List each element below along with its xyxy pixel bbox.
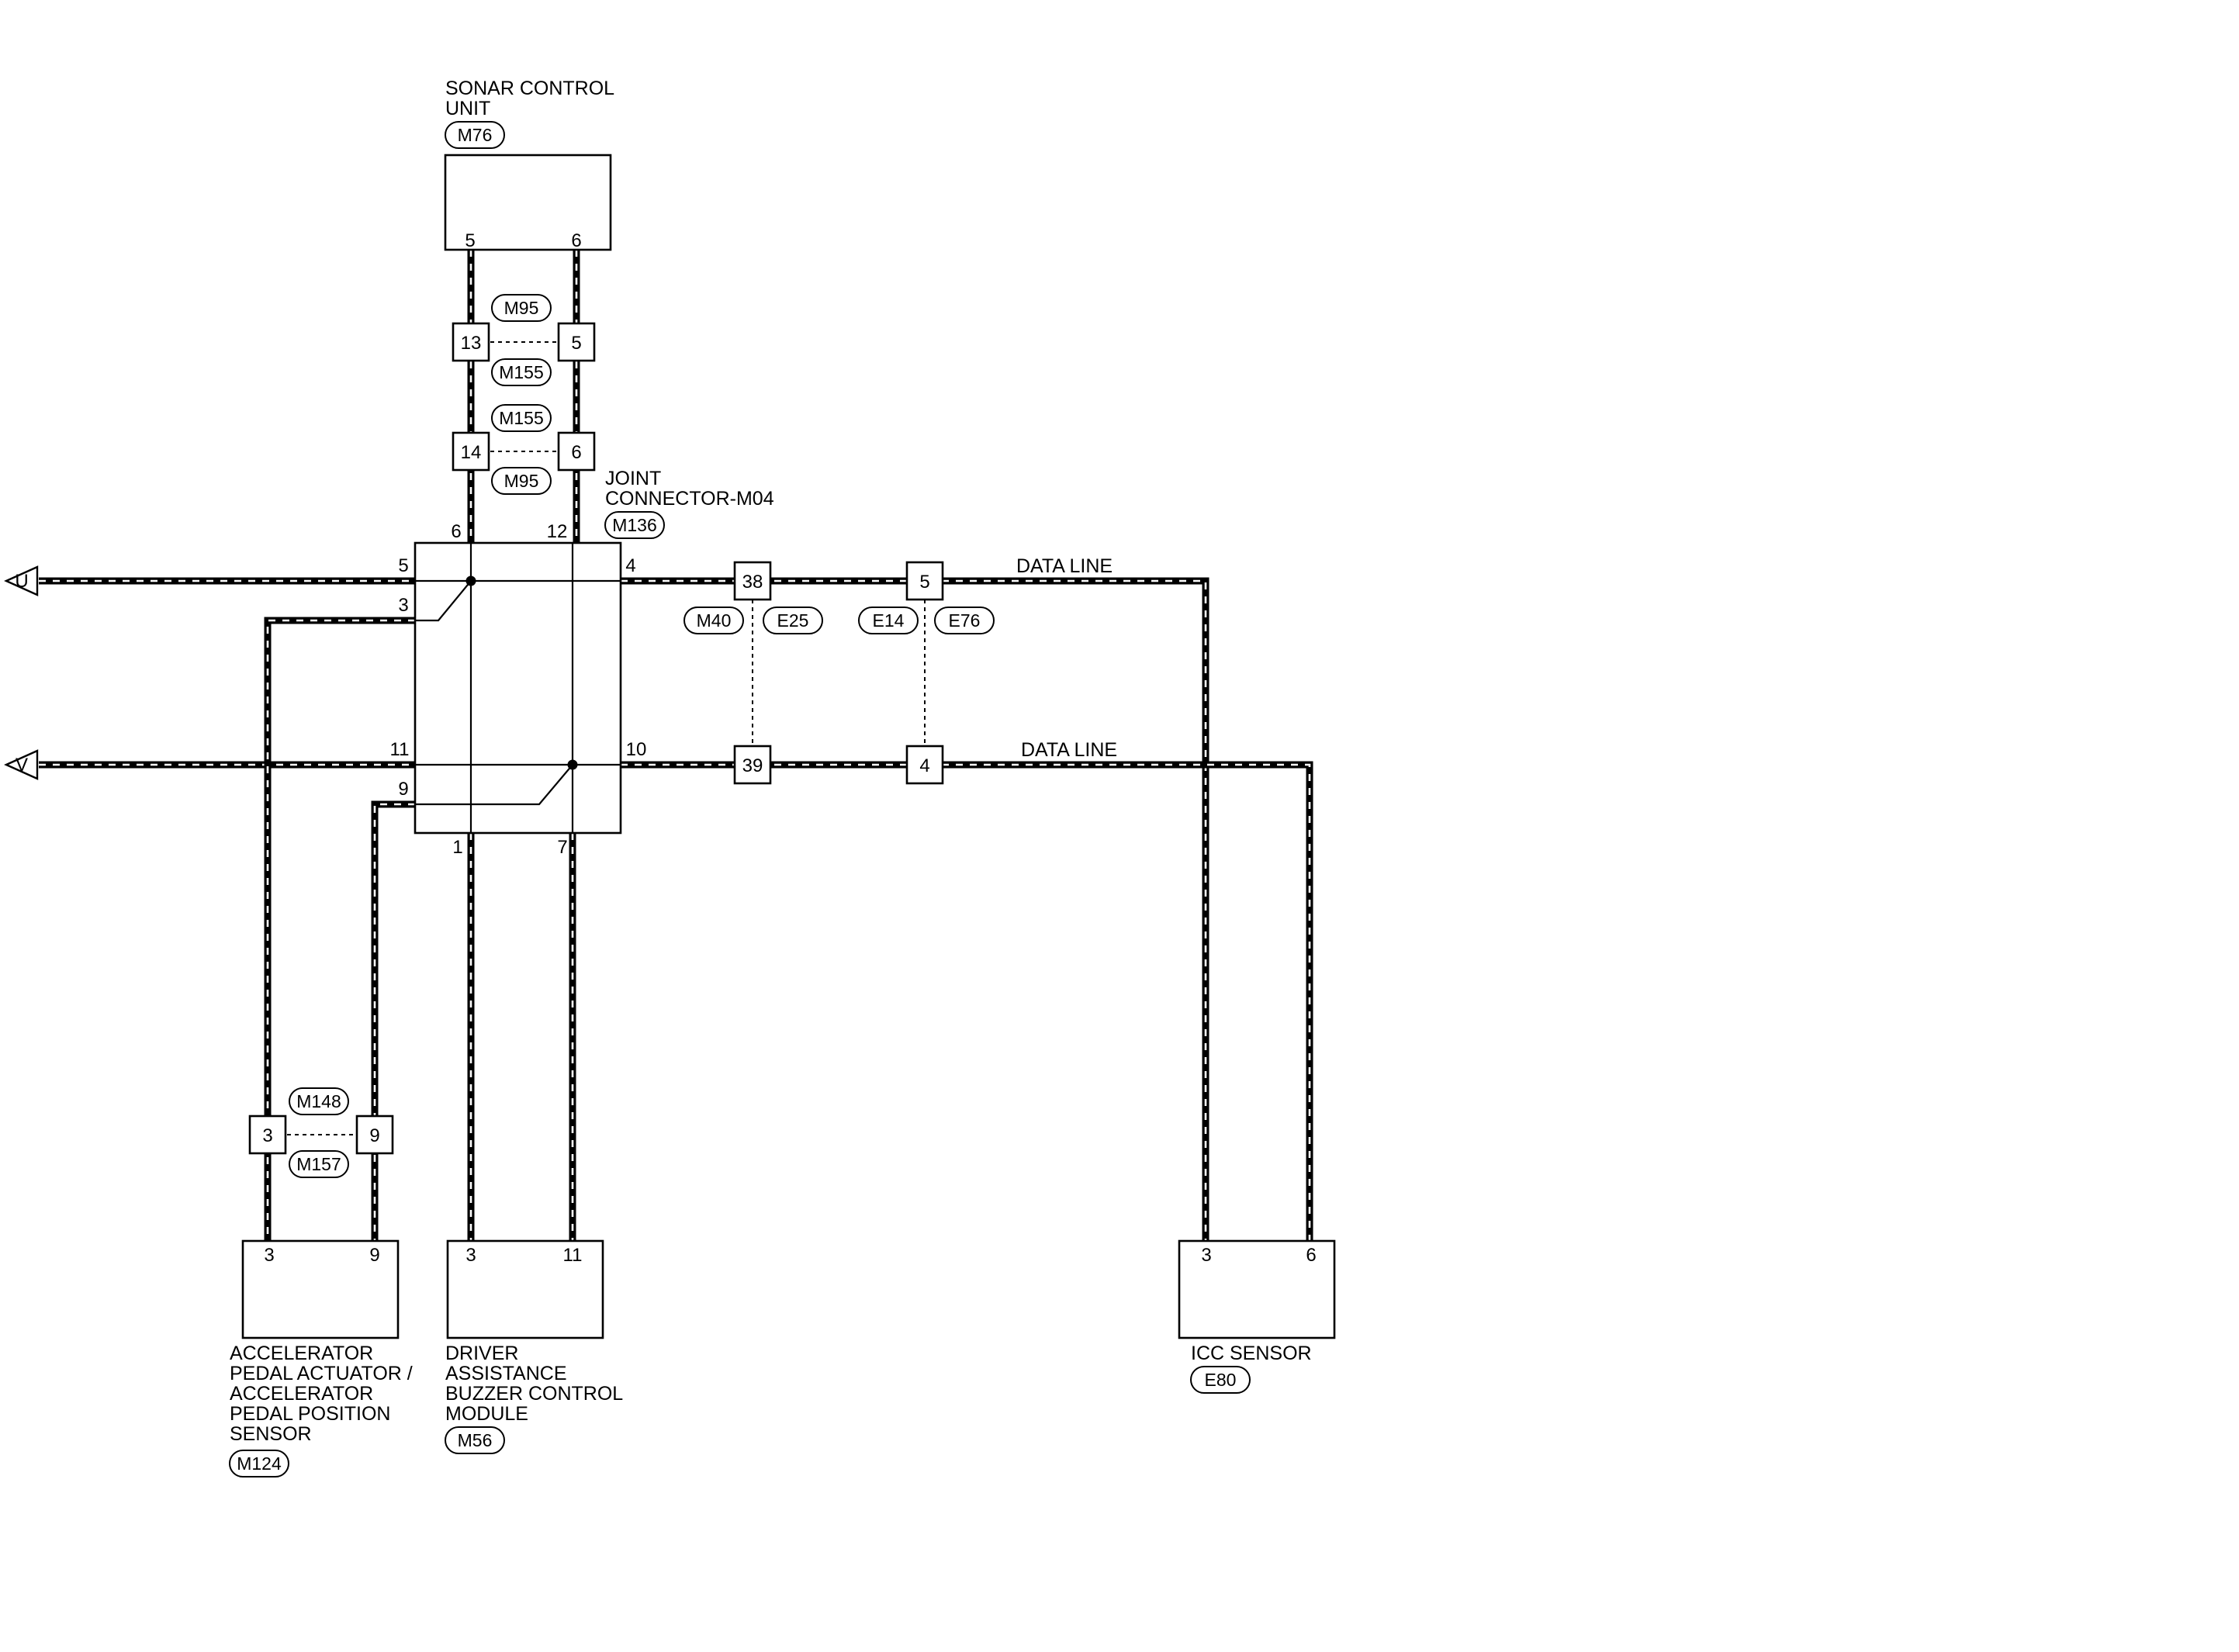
- data-line-label-lower: DATA LINE: [1021, 739, 1117, 761]
- inline-m40-tag: M40: [697, 610, 732, 631]
- inline-e14-tag: E14: [873, 610, 905, 631]
- buzzer-pin-3: 3: [465, 1245, 476, 1266]
- sonar-pin-6: 6: [571, 230, 581, 251]
- sonar-pin-5: 5: [465, 230, 475, 251]
- buzzer-title-line-3: BUZZER CONTROL: [445, 1383, 623, 1405]
- buzzer-title-line-4: MODULE: [445, 1403, 528, 1425]
- accel-box: [241, 1239, 400, 1339]
- inline-pin-box-4b: [905, 745, 944, 785]
- joint-title-line-1: JOINT: [605, 468, 661, 489]
- joint-splice-dot-lower: [567, 759, 578, 770]
- joint-pin-5: 5: [398, 555, 408, 576]
- driver-assistance-buzzer-module: 3 11 DRIVER ASSISTANCE BUZZER CONTROL MO…: [445, 1239, 623, 1454]
- buzzer-title-line-2: ASSISTANCE: [445, 1363, 567, 1384]
- buzzer-title-line-1: DRIVER: [445, 1343, 518, 1364]
- joint-pin-11: 11: [390, 739, 410, 760]
- joint-title-line-2: CONNECTOR-M04: [605, 488, 774, 510]
- offpage-arrow-u: U: [4, 565, 39, 596]
- joint-connector-tag: [604, 511, 665, 539]
- offpage-v-label: V: [16, 755, 28, 776]
- buzzer-box: [446, 1239, 604, 1339]
- inline-e76-tag: E76: [949, 610, 981, 631]
- accel-connector-id: M124: [237, 1453, 282, 1474]
- joint-pin-10: 10: [626, 739, 647, 760]
- wires: [39, 250, 1313, 1241]
- sonar-connector-tag: [445, 121, 505, 149]
- inline-connector-e14-e76: 5 4 E14 E76: [858, 561, 995, 785]
- sonar-title-line-2: UNIT: [445, 98, 490, 119]
- inline-pin-box-9: [355, 1115, 394, 1155]
- joint-pin-9: 9: [398, 779, 408, 800]
- joint-pin-6: 6: [451, 521, 461, 542]
- joint-pin-1: 1: [452, 837, 462, 858]
- sonar-connector-id: M76: [458, 125, 493, 145]
- inline-pin-box-39: [733, 745, 772, 785]
- joint-pin-7: 7: [557, 837, 567, 858]
- inline-pin-5b: 5: [919, 572, 929, 593]
- accel-pin-3: 3: [264, 1245, 274, 1266]
- inline-pin-box-6: [557, 431, 596, 472]
- accelerator-pedal-unit: 3 9 ACCELERATOR PEDAL ACTUATOR / ACCELER…: [229, 1239, 413, 1477]
- inline-m155-tag-top: M155: [499, 408, 544, 428]
- offpage-u-label: U: [15, 571, 28, 592]
- inline-pin-5: 5: [571, 333, 581, 354]
- icc-connector-id: E80: [1205, 1370, 1237, 1390]
- inline-pin-39: 39: [742, 755, 763, 776]
- inline-pin-14: 14: [461, 442, 482, 463]
- inline-pin-9: 9: [369, 1125, 379, 1146]
- inline-connector-m148-m157: M148 3 9 M157: [248, 1087, 394, 1178]
- joint-splice-dot-upper: [465, 575, 476, 586]
- inline-pin-box-13: [452, 322, 490, 362]
- inline-m157-tag: M157: [296, 1154, 341, 1174]
- inline-connector-m155-m95: M155 14 6 M95: [452, 404, 596, 495]
- icc-pin-3: 3: [1201, 1245, 1211, 1266]
- inline-pin-box-5b: [905, 561, 944, 601]
- inline-m95-tag-bottom: M95: [504, 471, 539, 491]
- joint-box: [414, 541, 622, 835]
- sonar-box: [444, 154, 612, 251]
- accel-title-line-3: ACCELERATOR: [230, 1383, 373, 1405]
- accel-title-line-5: SENSOR: [230, 1423, 312, 1445]
- icc-box: [1178, 1239, 1336, 1339]
- inline-m155-tag-bottom: M155: [499, 362, 544, 382]
- accel-pin-9: 9: [369, 1245, 379, 1266]
- buzzer-connector-id: M56: [458, 1430, 493, 1450]
- inline-pin-box-38: [733, 561, 772, 601]
- sonar-title-line-1: SONAR CONTROL: [445, 78, 614, 99]
- inline-e25-tag: E25: [777, 610, 809, 631]
- icc-sensor: 3 6 ICC SENSOR E80: [1178, 1239, 1336, 1394]
- inline-pin-6: 6: [571, 442, 581, 463]
- inline-connector-m40-e25: 38 39 M40 E25: [683, 561, 823, 785]
- inline-pin-3: 3: [262, 1125, 272, 1146]
- inline-m95-tag-top: M95: [504, 298, 539, 318]
- joint-pin-12: 12: [547, 521, 568, 542]
- inline-m148-tag: M148: [296, 1091, 341, 1111]
- sonar-control-unit: SONAR CONTROL UNIT M76 5 6: [444, 78, 614, 251]
- inline-pin-38: 38: [742, 572, 763, 593]
- joint-connector: JOINT CONNECTOR-M04 M136 6 12 5 3 11 9 4…: [390, 468, 774, 858]
- accel-title-line-1: ACCELERATOR: [230, 1343, 373, 1364]
- icc-title: ICC SENSOR: [1191, 1343, 1312, 1364]
- buzzer-pin-11: 11: [563, 1245, 583, 1266]
- inline-pin-box-3: [248, 1115, 287, 1155]
- inline-pin-13: 13: [461, 333, 482, 354]
- offpage-arrow-v: V: [4, 749, 39, 780]
- accel-title-line-4: PEDAL POSITION: [230, 1403, 390, 1425]
- accel-title-line-2: PEDAL ACTUATOR /: [230, 1363, 413, 1384]
- wire-joint-9-accel-9: [371, 800, 415, 1241]
- inline-pin-box-14: [452, 431, 490, 472]
- inline-pin-4b: 4: [919, 755, 929, 776]
- inline-pin-box-5: [557, 322, 596, 362]
- joint-pin-4: 4: [625, 555, 635, 576]
- icc-pin-6: 6: [1306, 1245, 1316, 1266]
- data-line-label-upper: DATA LINE: [1016, 555, 1113, 577]
- joint-connector-id: M136: [612, 515, 657, 535]
- wire-data-line-high: [621, 577, 1209, 1241]
- inline-connector-m95-m155: M95 13 5 M155: [452, 294, 596, 386]
- joint-pin-3: 3: [398, 595, 408, 616]
